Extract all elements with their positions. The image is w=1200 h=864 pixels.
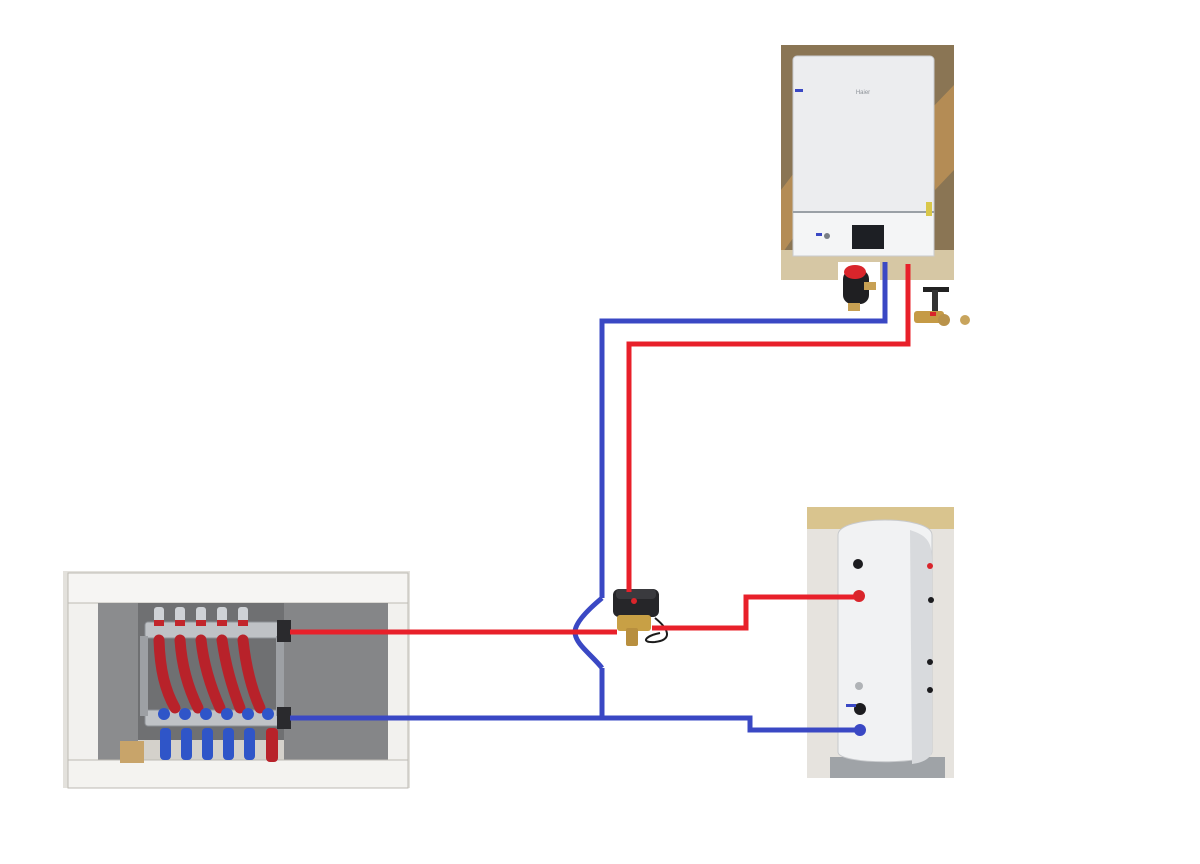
return-pipe-ufh [290,715,855,733]
return-red-pipe [266,728,278,762]
cylinder-shadow [910,530,932,764]
manifold-bracket [276,636,284,716]
return-actuator [179,708,191,720]
cabinet-right-panel [284,603,388,761]
return-fittings [160,728,255,760]
flow-pipe-cylinder [652,594,855,631]
actuator-indicator [631,598,637,604]
boiler-tag [816,233,822,236]
return-actuator [200,708,212,720]
boiler-pressure-gauge [824,233,830,239]
actuator-top [616,589,656,599]
return-fitting [202,728,213,760]
roof-timber [930,85,954,190]
flow-meter-cap [217,620,227,626]
return-actuator [242,708,254,720]
valve-stem [932,290,938,312]
filter-body [843,270,869,304]
return-pipe-boiler [599,262,888,598]
flow-meter-cap [196,620,206,626]
cylinder-port [927,659,933,665]
cylinder-port-coil-return [854,724,866,736]
ufh-loop [195,634,226,714]
filter-fitting [864,282,876,290]
cabinet-base-rail [67,759,409,789]
cylinder-port [855,682,863,690]
boiler-brand-logo: Haier [856,90,870,96]
flow-pipework [290,264,911,635]
cylinder-label [846,704,856,707]
flow-pipe-boiler [626,264,911,592]
zone-valve [613,589,668,646]
valve-red-tab [930,312,936,316]
cylinder-port [927,687,933,693]
manifold-end-cap [277,620,291,642]
cylinder-port [854,703,866,715]
ufh-loop [237,634,266,714]
hot-water-cylinder [807,507,954,778]
valve-nut [960,315,970,325]
valve-brass-body [617,615,651,631]
cylinder-port [928,597,934,603]
return-actuator [221,708,233,720]
boiler-unit: Haier [781,45,954,280]
return-fitting [181,728,192,760]
filter-drain [848,303,860,311]
valve-nut [938,314,950,326]
return-fitting [223,728,234,760]
cabinet-lid [67,572,409,604]
return-actuator [262,708,274,720]
cylinder-port-coil-flow [853,590,865,602]
flow-meter-cap [238,620,248,626]
flow-meter-cap [154,620,164,626]
valve-body [914,311,944,323]
wooden-block [120,741,144,763]
isolation-valve [914,287,970,326]
cylinder-port [927,563,933,569]
magnetic-filter [838,262,880,314]
flow-manifold-bar [144,621,286,639]
ufh-manifold-cabinet [63,571,410,789]
return-fitting [160,728,171,760]
filter-cap [844,265,866,279]
flow-meters [154,607,248,626]
boiler-tag [795,89,803,92]
valve-brass-port [626,628,638,646]
ufh-loop [153,634,181,714]
cabinet-left-wall [98,603,138,761]
cylinder-port [853,559,863,569]
flow-meter-cap [175,620,185,626]
ufh-loop [174,634,204,714]
ufh-flow-loops [153,634,266,714]
ufh-loop [216,634,246,714]
valve-handle [923,287,949,292]
manifold-bracket [140,636,148,716]
boiler-display [852,225,884,249]
manifold-end-cap [277,707,291,729]
return-actuator [158,708,170,720]
return-actuators [158,708,274,720]
boiler-side-label [926,202,932,216]
return-fitting [244,728,255,760]
